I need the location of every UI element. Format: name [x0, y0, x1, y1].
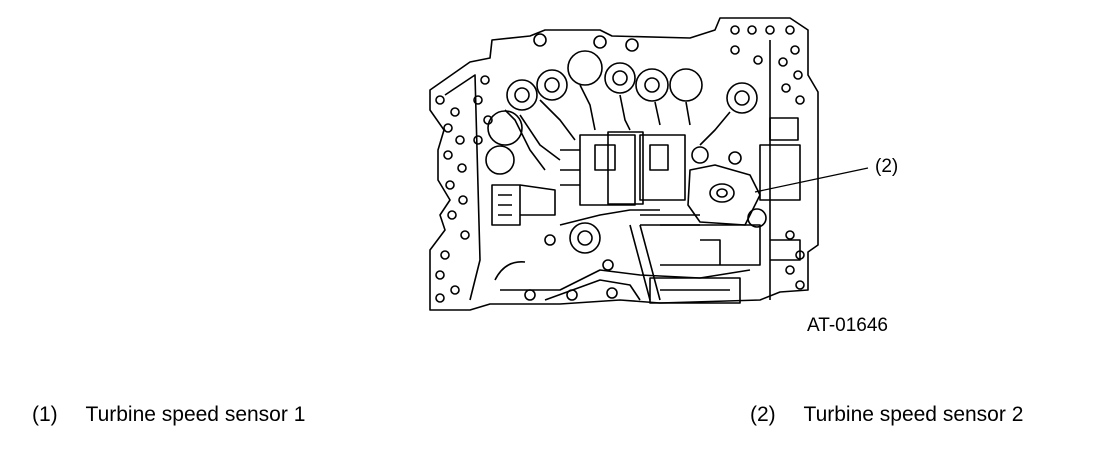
bolt-holes-right: [730, 25, 805, 290]
legend-text: Turbine speed sensor 2: [803, 403, 1024, 426]
legend-item-2: (2) Turbine speed sensor 2: [750, 403, 1023, 427]
turbine-speed-sensor-2: [687, 146, 761, 226]
valve-body-lower: [491, 184, 801, 304]
valve-body-plate: [429, 17, 819, 311]
solenoid-valves: [485, 33, 758, 175]
legend-number: (1): [32, 403, 58, 426]
bolt-holes-left: [435, 75, 493, 303]
legend-number: (2): [750, 403, 776, 426]
callout-2-label: (2): [875, 156, 898, 177]
callout-2-leader: [754, 167, 869, 193]
figure-code: AT-01646: [807, 315, 888, 336]
harness-connector: [560, 131, 686, 206]
legend-item-1: (1) Turbine speed sensor 1: [32, 403, 305, 427]
legend-text: Turbine speed sensor 1: [85, 403, 306, 426]
